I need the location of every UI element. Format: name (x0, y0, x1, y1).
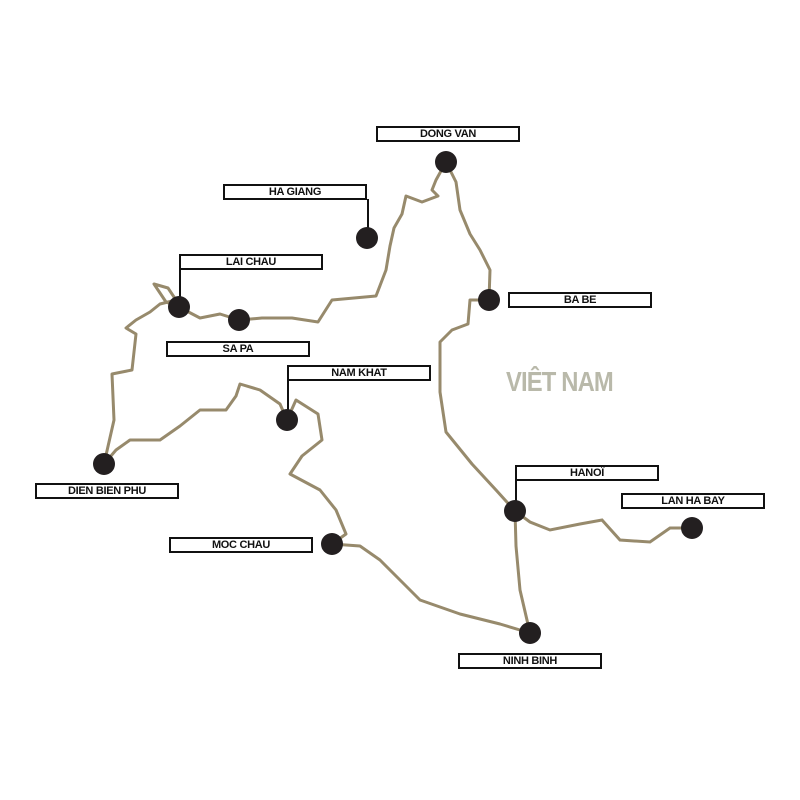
dot-dong-van[interactable] (435, 151, 457, 173)
label-dong-van: DONG VAN (376, 126, 520, 142)
dot-lan-ha-bay[interactable] (681, 517, 703, 539)
dot-moc-chau[interactable] (321, 533, 343, 555)
label-lai-chau: LAI CHAU (179, 254, 323, 270)
label-sa-pa: SA PA (166, 341, 310, 357)
label-ba-be: BA BE (508, 292, 652, 308)
dot-ha-giang[interactable] (356, 227, 378, 249)
dot-nam-khat[interactable] (276, 409, 298, 431)
country-title: VIÊT NAM (506, 366, 614, 397)
label-ha-giang: HA GIANG (223, 184, 367, 200)
label-moc-chau: MOC CHAU (169, 537, 313, 553)
label-ninh-binh: NINH BINH (458, 653, 602, 669)
dot-dien-bien-phu[interactable] (93, 453, 115, 475)
label-lan-ha-bay: LAN HA BAY (621, 493, 765, 509)
route-main-loop (102, 160, 532, 635)
label-nam-khat: NAM KHAT (287, 365, 431, 381)
route-hanoi-lan-ha-bay (514, 509, 692, 544)
dot-sa-pa[interactable] (228, 309, 250, 331)
dot-hanoi[interactable] (504, 500, 526, 522)
dot-ba-be[interactable] (478, 289, 500, 311)
dot-lai-chau[interactable] (168, 296, 190, 318)
label-dien-bien-phu: DIEN BIEN PHU (35, 483, 179, 499)
dot-ninh-binh[interactable] (519, 622, 541, 644)
label-hanoi: HANOÏ (515, 465, 659, 481)
